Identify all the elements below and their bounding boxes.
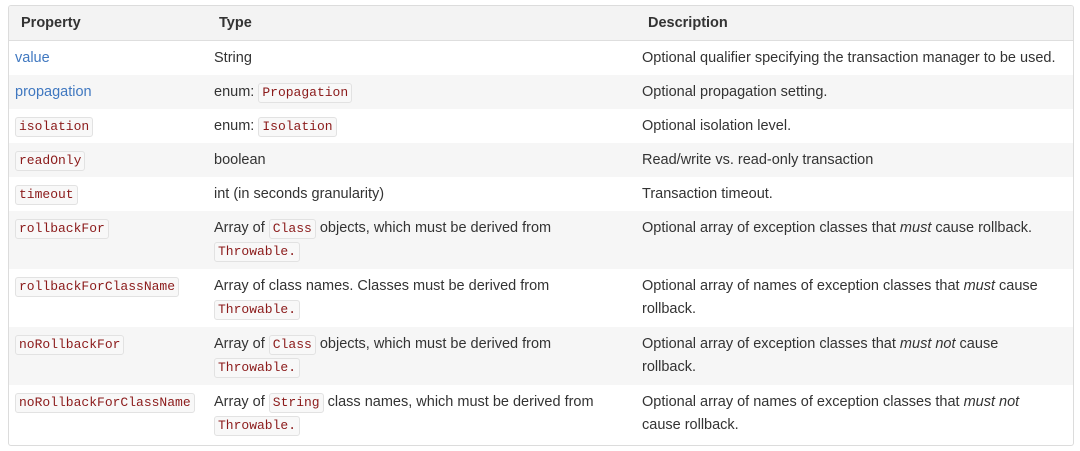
property-code: readOnly: [15, 151, 86, 171]
property-code: timeout: [15, 185, 78, 205]
cell-text: Array of: [214, 336, 269, 352]
inline-code: Propagation: [258, 83, 353, 103]
table-row: noRollbackForClassName Array of String cl…: [9, 385, 1073, 443]
cell-property: rollbackFor: [9, 211, 207, 269]
cell-text: Array of class names. Classes must be de…: [214, 278, 550, 294]
cell-text: boolean: [214, 152, 266, 168]
cell-property: readOnly: [9, 143, 207, 177]
inline-code: Throwable.: [214, 358, 301, 378]
emphasis-text: must not: [963, 394, 1020, 410]
inline-code: Throwable.: [214, 242, 301, 262]
table-row: timeout int (in seconds granularity) Trans…: [9, 177, 1073, 211]
cell-text: objects, which must be derived from: [315, 220, 552, 236]
cell-text: objects, which must be derived from: [315, 336, 552, 352]
inline-code: Class: [268, 335, 316, 355]
inline-code: Throwable.: [214, 300, 301, 320]
table-row: value String Optional qualifier specifying…: [9, 41, 1073, 76]
table-row: rollbackFor Array of Class objects, which…: [9, 211, 1073, 269]
inline-code: Throwable.: [214, 416, 301, 436]
cell-type: String: [207, 41, 636, 76]
cell-text: cause: [955, 336, 999, 352]
property-code: isolation: [15, 117, 94, 137]
cell-type: Array of Class objects, which must be de…: [207, 327, 636, 385]
header-type: Type: [207, 6, 636, 41]
property-code: noRollbackFor: [15, 335, 125, 355]
cell-description: Optional propagation setting.: [636, 75, 1073, 109]
cell-description: Optional array of exception classes that…: [636, 211, 1073, 269]
cell-description: Transaction timeout.: [636, 177, 1073, 211]
cell-text: enum:: [214, 118, 259, 134]
table-row: readOnly boolean Read/write vs. read-only …: [9, 143, 1073, 177]
cell-type: enum: Isolation: [207, 109, 636, 143]
cell-property: noRollbackForClassName: [9, 385, 207, 443]
cell-property: value: [9, 41, 207, 76]
cell-property: isolation: [9, 109, 207, 143]
cell-text: String: [214, 50, 252, 66]
cell-type: Array of class names. Classes must be de…: [207, 269, 636, 327]
cell-description: Optional qualifier specifying the transa…: [636, 41, 1073, 76]
cell-property: timeout: [9, 177, 207, 211]
cell-text: Optional array of exception classes that: [642, 220, 900, 236]
cell-text: cause: [995, 278, 1038, 294]
property-code: noRollbackForClassName: [15, 393, 195, 413]
cell-text: cause rollback.: [931, 220, 1033, 236]
cell-text: enum:: [214, 84, 259, 100]
inline-code: Class: [268, 219, 316, 239]
cell-type: Array of String class names, which must …: [207, 385, 636, 443]
emphasis-text: must: [899, 220, 932, 236]
inline-code: String: [268, 393, 324, 413]
cell-text: Transaction timeout.: [642, 186, 773, 202]
inline-code: Isolation: [258, 117, 337, 137]
cell-text: Optional array of exception classes that: [642, 336, 900, 352]
header-row: Property Type Description: [9, 6, 1073, 41]
cell-text: Array of: [214, 394, 269, 410]
cell-text: Array of: [214, 220, 269, 236]
cell-text: Optional array of names of exception cla…: [642, 278, 964, 294]
property-link[interactable]: propagation: [15, 84, 92, 100]
cell-text: rollback.: [642, 301, 696, 317]
table-row: propagation enum: Propagation Optional pro…: [9, 75, 1073, 109]
emphasis-text: must: [963, 278, 996, 294]
cell-property: rollbackForClassName: [9, 269, 207, 327]
table-row: isolation enum: Isolation Optional isolati…: [9, 109, 1073, 143]
emphasis-text: must not: [899, 336, 956, 352]
cell-type: boolean: [207, 143, 636, 177]
cell-type: int (in seconds granularity): [207, 177, 636, 211]
cell-text: Optional isolation level.: [642, 118, 792, 134]
cell-text: cause rollback.: [642, 417, 739, 433]
property-code: rollbackFor: [15, 219, 109, 239]
cell-text: Optional qualifier specifying the transa…: [642, 50, 1056, 66]
cell-description: Optional array of exception classes that…: [636, 327, 1073, 385]
cell-property: propagation: [9, 75, 207, 109]
cell-text: int (in seconds granularity): [214, 186, 385, 202]
table-header: Property Type Description: [9, 6, 1073, 41]
cell-text: Optional array of names of exception cla…: [642, 394, 964, 410]
cell-text: class names, which must be derived from: [323, 394, 594, 410]
cell-type: enum: Propagation: [207, 75, 636, 109]
cell-text: rollback.: [642, 359, 696, 375]
table-row: noRollbackFor Array of Class objects, whi…: [9, 327, 1073, 385]
cell-type: Array of Class objects, which must be de…: [207, 211, 636, 269]
cell-text: Read/write vs. read-only transaction: [642, 152, 874, 168]
header-property: Property: [9, 6, 207, 41]
table-row: rollbackForClassName Array of class names…: [9, 269, 1073, 327]
cell-description: Optional array of names of exception cla…: [636, 269, 1073, 327]
cell-description: Read/write vs. read-only transaction: [636, 143, 1073, 177]
property-link[interactable]: value: [15, 50, 50, 66]
cell-description: Optional isolation level.: [636, 109, 1073, 143]
header-description: Description: [636, 6, 1073, 41]
property-code: rollbackForClassName: [15, 277, 180, 297]
cell-description: Optional array of names of exception cla…: [636, 385, 1073, 443]
cell-text: Optional propagation setting.: [642, 84, 828, 100]
cell-property: noRollbackFor: [9, 327, 207, 385]
